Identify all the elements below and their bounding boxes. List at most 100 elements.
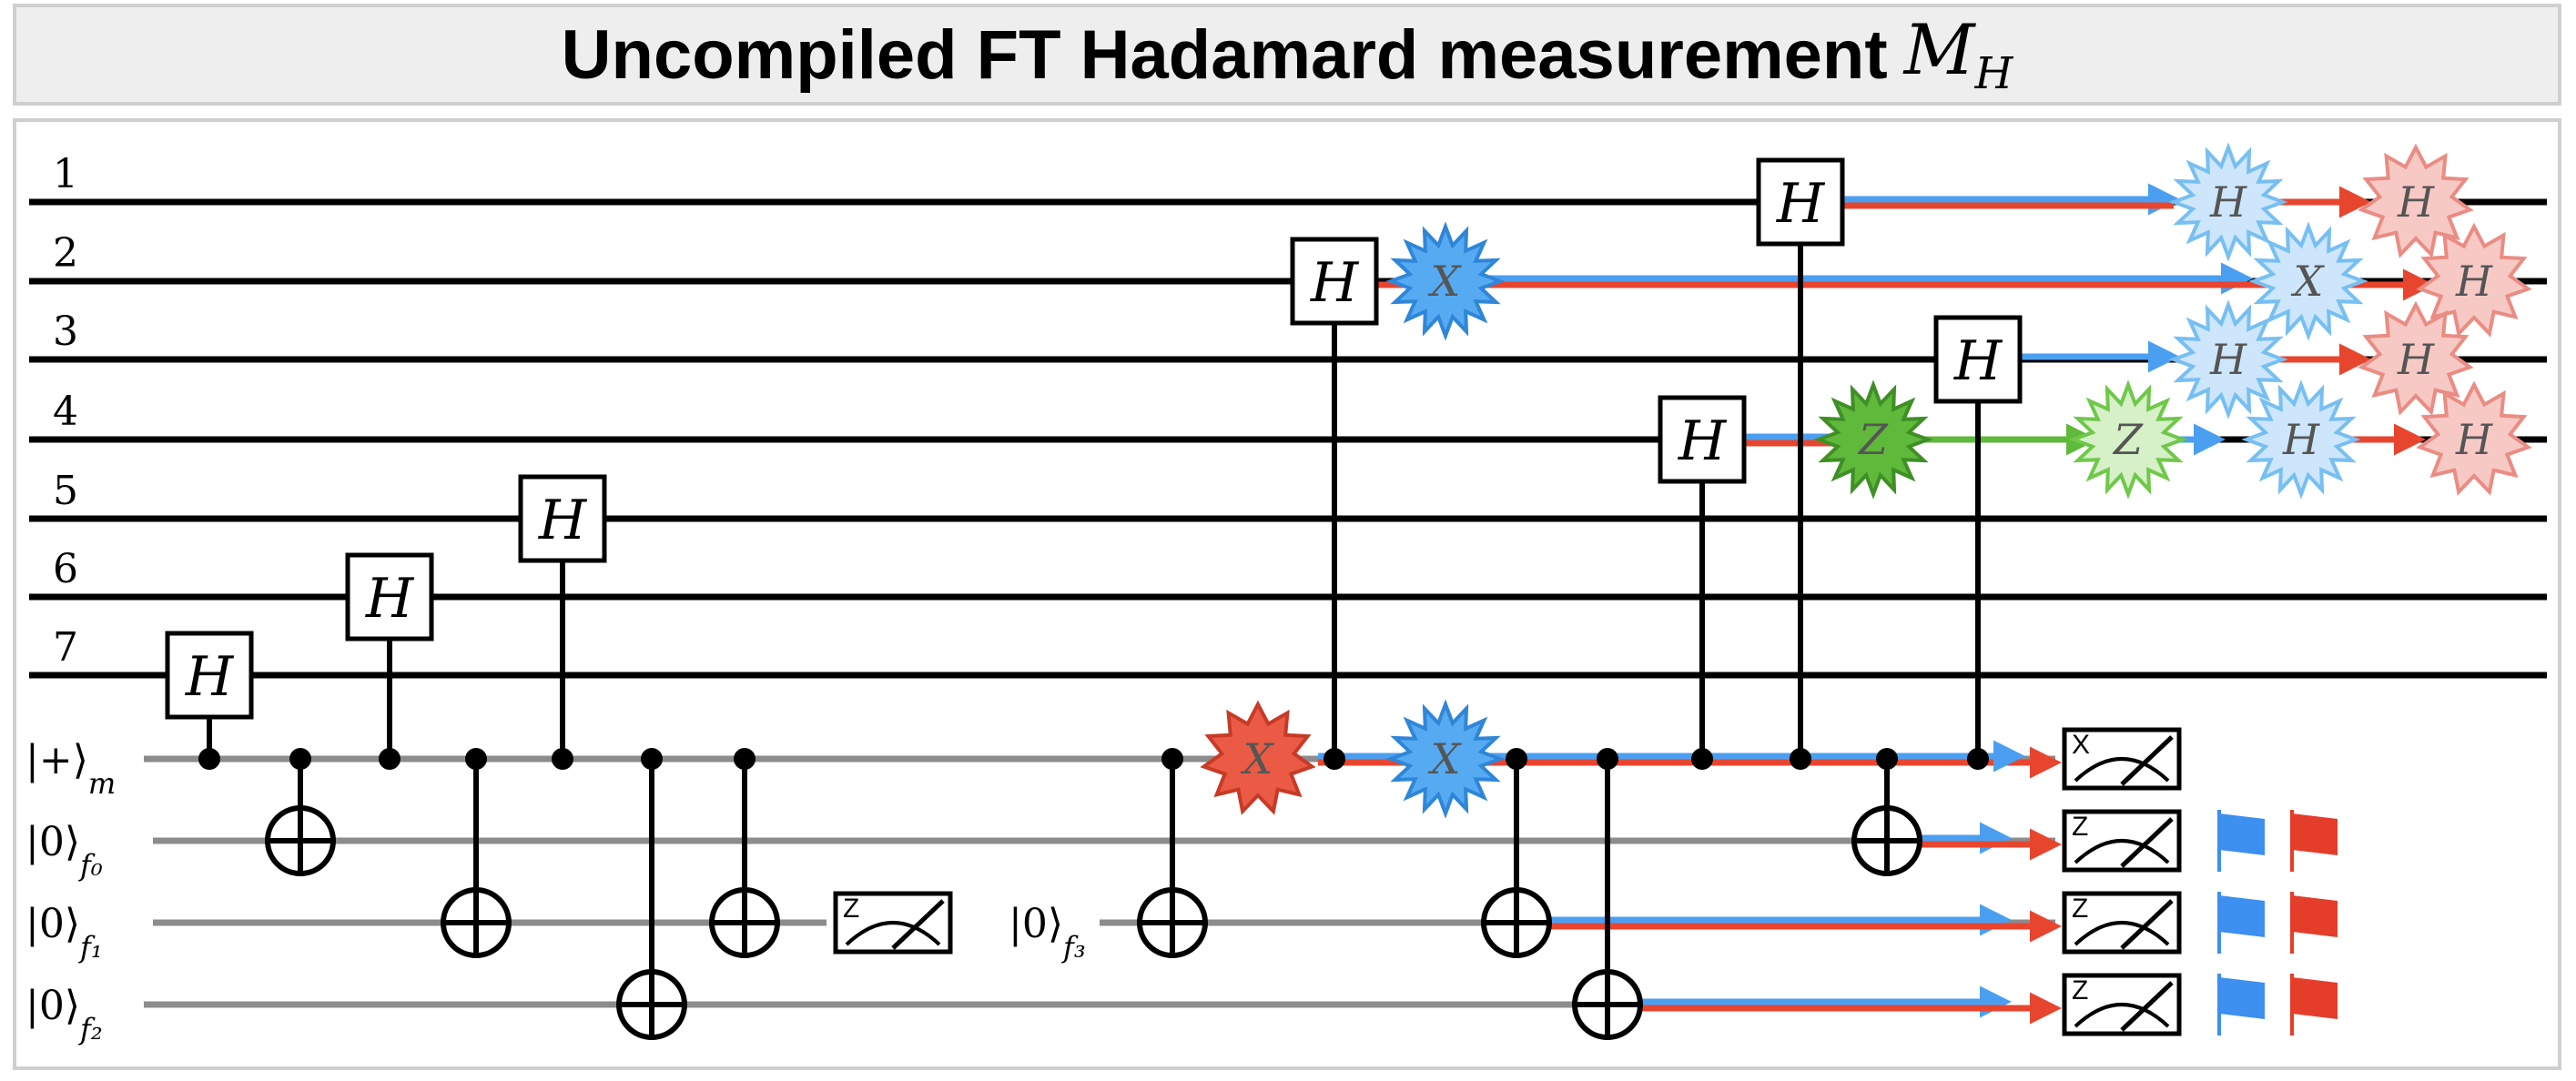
hadamard-box xyxy=(1290,237,1379,326)
meter-label: Z xyxy=(843,894,859,924)
flags xyxy=(2217,810,2338,1036)
control-dot-icon xyxy=(1323,748,1345,770)
cnot-target-icon xyxy=(1481,887,1552,958)
meter-needle xyxy=(2120,899,2174,950)
ancilla-sub-10: f₂ xyxy=(78,1012,103,1046)
hadamard-box xyxy=(518,474,607,563)
control-dot-icon xyxy=(465,748,487,770)
error-star-icon: H xyxy=(2168,299,2288,419)
control-dot-icon xyxy=(1506,748,1527,770)
hadamard-box xyxy=(345,552,434,642)
hadamard-label: H xyxy=(1310,251,1360,315)
error-star-icon: X xyxy=(1385,221,1506,341)
meter-label: X xyxy=(2072,730,2090,760)
error-star-icon: X xyxy=(1200,700,1316,815)
error-star-shape xyxy=(2168,142,2288,262)
qubit-label-2: 2 xyxy=(53,230,78,277)
hadamard-box xyxy=(1756,157,1845,247)
hadamard-label: H xyxy=(1678,409,1728,473)
qubit-label-1: 1 xyxy=(53,151,78,197)
qubit-label-5: 5 xyxy=(53,468,78,514)
error-star-shape xyxy=(1385,699,1506,819)
hadamard-gate-icon: H xyxy=(165,631,254,720)
ancilla-label-f3: |0⟩f₃ xyxy=(1009,901,1086,965)
error-star-shape xyxy=(2068,379,2188,500)
controls xyxy=(198,202,1989,1040)
ancilla-sub-7: m xyxy=(88,766,116,801)
meter-box xyxy=(2062,727,2182,791)
ancilla-label-10: |0⟩f₂ xyxy=(25,983,103,1046)
control-dot-icon xyxy=(641,748,663,770)
control-dot-icon xyxy=(552,748,573,770)
error-star-shape xyxy=(1200,700,1316,815)
cnot-target-icon xyxy=(441,887,512,958)
error-star-label: H xyxy=(2282,415,2320,464)
error-star-shape xyxy=(2248,221,2368,341)
control-dot-icon xyxy=(379,748,401,770)
control-dot-icon xyxy=(289,748,311,770)
flag-icon xyxy=(2290,892,2338,954)
meter-label: Z xyxy=(2072,812,2088,842)
flag-icon xyxy=(2217,974,2265,1036)
error-star-shape xyxy=(2416,380,2532,496)
flag-cloth xyxy=(2219,977,2265,1019)
ancilla-sub-9: f₁ xyxy=(78,930,103,965)
meter-needle xyxy=(2120,817,2174,868)
cnot-target-icon xyxy=(616,969,687,1040)
hadamard-box xyxy=(165,631,254,720)
hadamard-gate-icon: H xyxy=(518,474,607,563)
error-star-icon: H xyxy=(2416,380,2532,496)
title-text: Uncompiled FT Hadamard measurement xyxy=(561,15,1888,94)
meter-box xyxy=(2062,809,2182,873)
error-star-icon: H xyxy=(2241,379,2361,500)
hadamard-label: H xyxy=(538,489,588,552)
hadamard-gate-icon: H xyxy=(1290,237,1379,326)
cnot-target-icon xyxy=(1851,805,1922,876)
error-star-shape xyxy=(1813,379,1933,500)
control-dot-icon xyxy=(1790,748,1811,770)
error-star-icon: H xyxy=(2416,222,2532,338)
flag-cloth xyxy=(2219,895,2265,937)
meter-needle xyxy=(891,899,945,950)
flag-cloth xyxy=(2292,813,2338,855)
control-dot-icon xyxy=(1876,748,1898,770)
hadamard-gate-icon: H xyxy=(1933,315,2023,404)
hadamard-box xyxy=(1933,315,2023,404)
cnot-target-icon xyxy=(709,887,780,958)
meter-arc xyxy=(2074,839,2170,864)
qubit-label-7: 7 xyxy=(53,624,78,671)
error-star-label: H xyxy=(2455,257,2493,306)
measurement-meter-icon: Z xyxy=(833,891,953,955)
error-star-label: Z xyxy=(1857,415,1889,464)
flag-icon xyxy=(2290,974,2338,1036)
meter-arc xyxy=(845,921,941,946)
error-star-shape xyxy=(2416,222,2532,338)
ancilla-sub-f3: f₃ xyxy=(1061,930,1086,965)
error-star-label: Z xyxy=(2112,415,2144,464)
title-math: MH xyxy=(1903,9,2013,100)
hadamard-label: H xyxy=(1953,329,2003,393)
hadamard-gate-icon: H xyxy=(345,552,434,642)
flag-icon xyxy=(2217,810,2265,872)
meter-arc xyxy=(2074,757,2170,783)
control-dot-icon xyxy=(734,748,756,770)
error-star-label: H xyxy=(2209,177,2247,227)
control-dot-icon xyxy=(1597,748,1618,770)
meter-needle xyxy=(2120,735,2174,786)
ancilla-sub-8: f₀ xyxy=(78,848,103,883)
error-star-label: X xyxy=(1241,734,1275,783)
error-star-icon: Z xyxy=(2068,379,2188,500)
error-star-icon: X xyxy=(1385,699,1506,819)
ancilla-label-8: |0⟩f₀ xyxy=(25,819,103,883)
error-star-shape xyxy=(2358,143,2474,258)
hadamard-label: H xyxy=(185,645,235,709)
wires xyxy=(29,198,2547,1008)
cnot-target-icon xyxy=(265,805,336,876)
error-star-icon: H xyxy=(2358,143,2474,258)
control-dot-icon xyxy=(1161,748,1183,770)
meter-arc xyxy=(2074,921,2170,946)
hadamard-gate-icon: H xyxy=(1756,157,1845,247)
